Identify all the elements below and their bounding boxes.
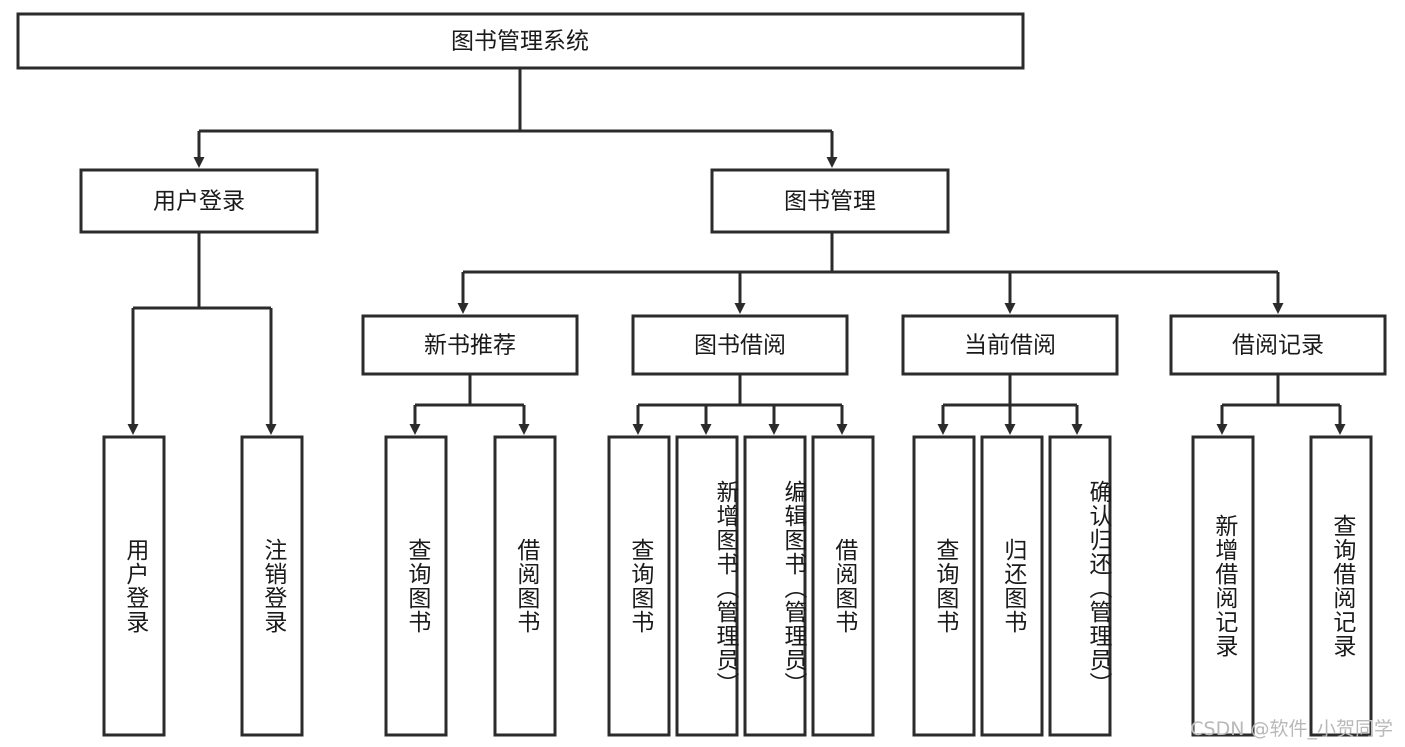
node-book-manage[interactable]: 图书管理 xyxy=(710,168,950,234)
connector-new-book-to-leaves xyxy=(409,374,530,435)
leaf-box-borrow-records-1[interactable] xyxy=(1309,435,1373,737)
leaf-box-book-borrow-0[interactable] xyxy=(607,435,671,737)
leaf-box-book-borrow-2[interactable] xyxy=(743,435,807,737)
csdn-watermark: CSDN @软件_小贺同学 xyxy=(1190,718,1393,740)
node-current-borrow[interactable]: 当前借阅 xyxy=(901,314,1119,376)
leaf-box-borrow-records-0[interactable] xyxy=(1191,435,1255,737)
node-new-book-recommend[interactable]: 新书推荐 xyxy=(361,314,579,376)
connector-current-borrow-to-leaves xyxy=(937,374,1083,435)
leaf-box-new-book-1[interactable] xyxy=(493,435,557,737)
leaf-box-new-book-0[interactable] xyxy=(384,435,448,737)
leaf-box-current-borrow-0[interactable] xyxy=(912,435,976,737)
node-book-borrow-label: 图书借阅 xyxy=(694,333,786,359)
node-root-label: 图书管理系统 xyxy=(451,29,589,55)
node-user-login-label: 用户登录 xyxy=(153,189,245,215)
connector-book-borrow-to-leaves xyxy=(632,374,848,435)
connector-book-manage-to-level3 xyxy=(457,232,1284,314)
node-new-book-recommend-label: 新书推荐 xyxy=(424,333,516,359)
node-book-borrow[interactable]: 图书借阅 xyxy=(631,314,849,376)
leaf-box-current-borrow-1[interactable] xyxy=(980,435,1044,737)
node-user-login[interactable]: 用户登录 xyxy=(79,168,319,234)
connector-borrow-records-to-leaves xyxy=(1216,374,1346,435)
node-borrow-records-label: 借阅记录 xyxy=(1232,333,1324,359)
node-current-borrow-label: 当前借阅 xyxy=(964,333,1056,359)
connector-user-login-to-leaves xyxy=(127,232,277,435)
leaf-box-book-borrow-3[interactable] xyxy=(811,435,875,737)
leaf-box-user-login-1[interactable] xyxy=(240,435,304,737)
leaf-box-user-login-0[interactable] xyxy=(102,435,166,737)
connector-root-to-level2 xyxy=(193,68,838,168)
leaf-box-current-borrow-2[interactable] xyxy=(1048,435,1112,737)
node-root[interactable]: 图书管理系统 xyxy=(16,12,1025,70)
node-borrow-records[interactable]: 借阅记录 xyxy=(1169,314,1387,376)
node-book-manage-label: 图书管理 xyxy=(784,189,876,215)
leaf-box-book-borrow-1[interactable] xyxy=(675,435,739,737)
